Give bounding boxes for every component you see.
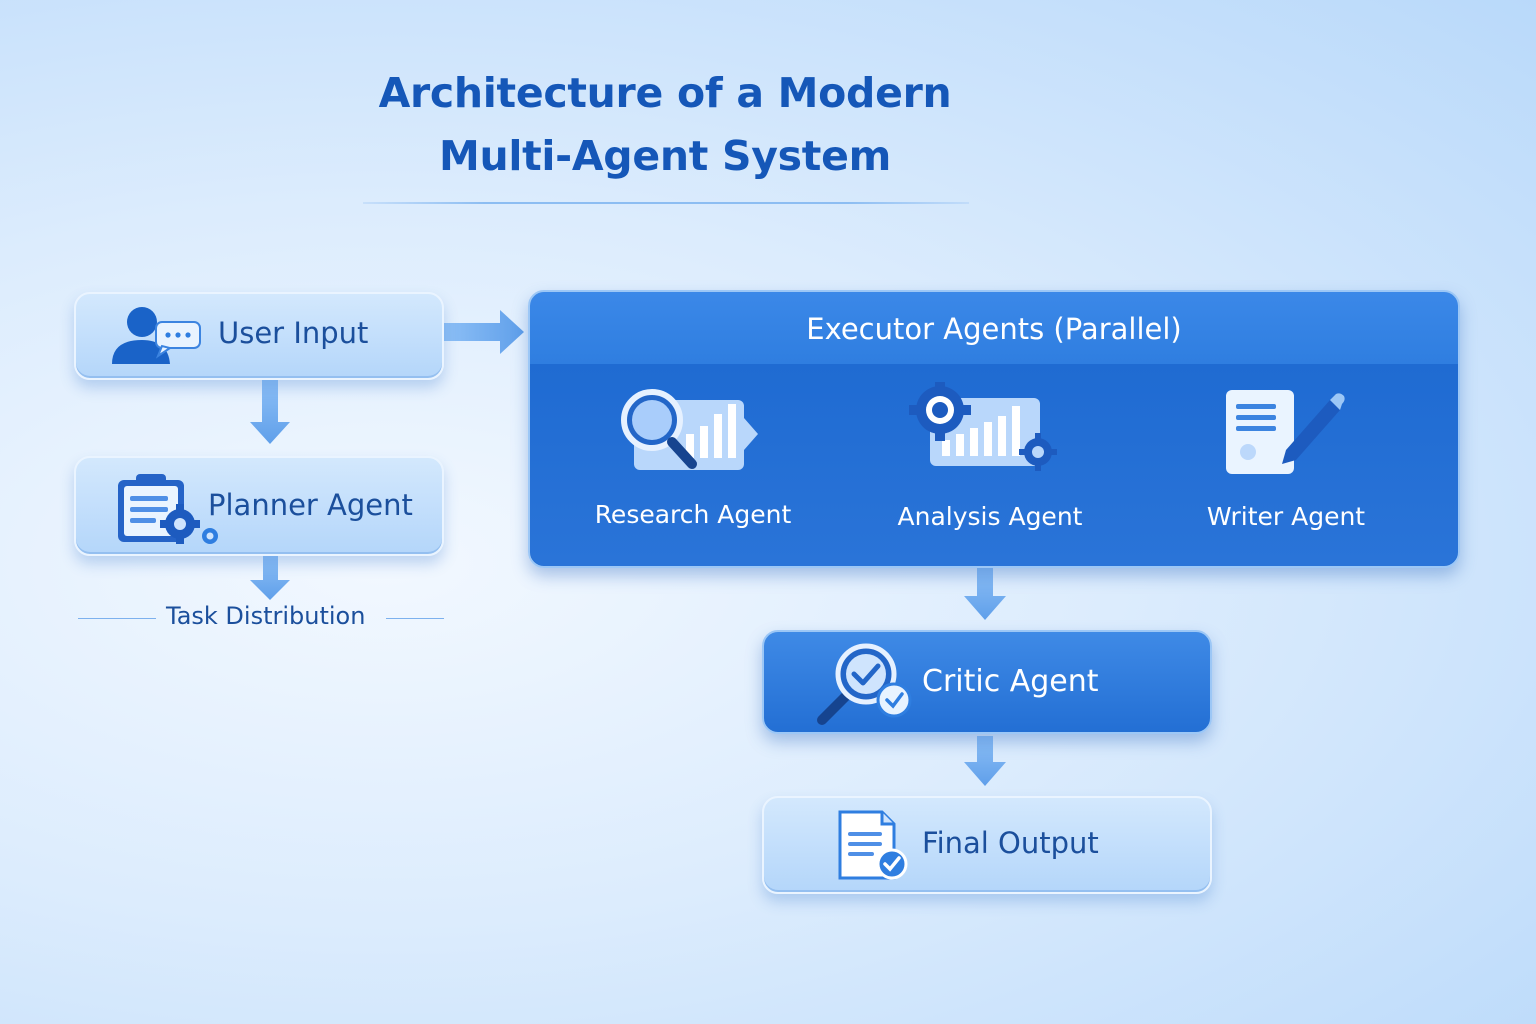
magnifier-check-icon <box>817 643 912 725</box>
gear-chart-icon <box>909 382 1057 471</box>
executor-header-bar <box>530 292 1458 364</box>
writer-agent-node[interactable]: Writer Agent <box>1166 380 1406 540</box>
arrow-critic-to-output <box>964 736 1006 786</box>
writer-agent-label: Writer Agent <box>1206 502 1366 531</box>
user-chat-icon <box>112 307 201 364</box>
diagram-title: Architecture of a Modern Multi-Agent Sys… <box>300 62 1030 188</box>
title-divider <box>363 202 969 204</box>
final-output-node[interactable]: Final Output <box>762 796 1212 894</box>
arrow-executor-to-critic <box>964 568 1006 620</box>
document-check-icon <box>838 810 908 880</box>
executor-agents-group[interactable]: Executor Agents (Parallel) Research Agen… <box>528 290 1460 568</box>
clipboard-gears-icon <box>118 474 218 544</box>
task-distribution-label: Task Distribution <box>166 602 366 630</box>
executor-header-label: Executor Agents (Parallel) <box>806 312 1182 346</box>
arrow-user-to-executor <box>443 310 524 354</box>
arrow-planner-to-distribution <box>250 556 290 600</box>
final-output-label: Final Output <box>922 826 1099 860</box>
title-line-2: Multi-Agent System <box>438 132 892 180</box>
document-pencil-icon <box>1226 390 1345 474</box>
research-agent-label: Research Agent <box>594 500 792 529</box>
distribution-line-left <box>78 618 156 619</box>
critic-agent-node[interactable]: Critic Agent <box>762 630 1212 734</box>
critic-agent-label: Critic Agent <box>922 664 1099 699</box>
analysis-agent-node[interactable]: Analysis Agent <box>870 380 1110 540</box>
title-line-1: Architecture of a Modern <box>378 69 952 117</box>
distribution-line-right <box>386 618 444 619</box>
analysis-agent-label: Analysis Agent <box>897 502 1083 531</box>
magnifier-chart-icon <box>621 389 758 470</box>
planner-agent-node[interactable]: Planner Agent <box>74 456 444 556</box>
research-agent-node[interactable]: Research Agent <box>570 380 810 540</box>
user-input-node[interactable]: User Input <box>74 292 444 380</box>
arrow-user-to-planner <box>250 380 290 444</box>
user-input-label: User Input <box>218 316 369 350</box>
planner-agent-label: Planner Agent <box>208 488 413 522</box>
